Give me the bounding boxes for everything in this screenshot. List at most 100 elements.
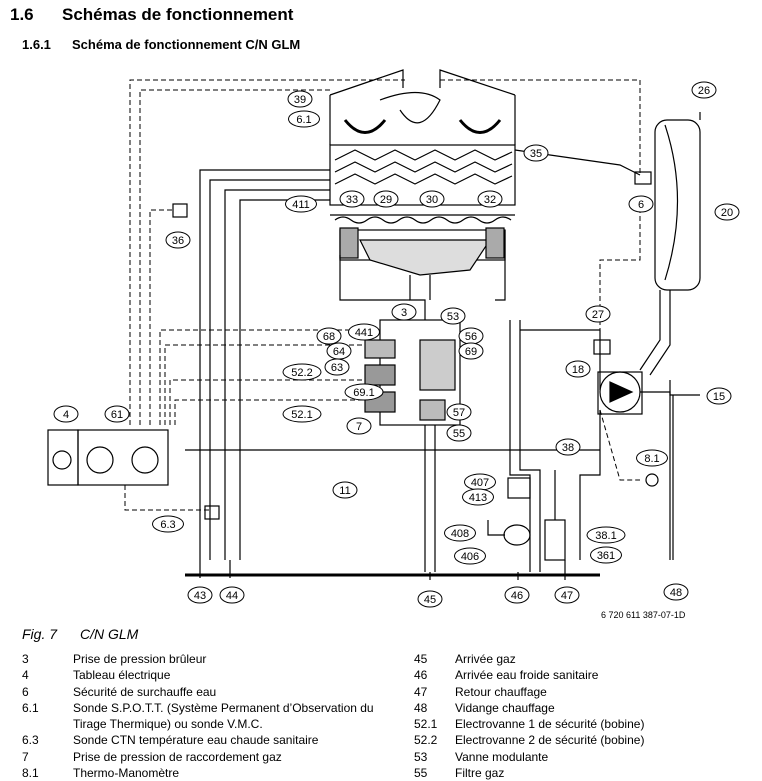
figure-reference: 6 720 611 387-07-1D	[601, 610, 686, 620]
diagram-callout: 411	[285, 195, 317, 213]
diagram-callout: 39	[287, 90, 313, 108]
diagram-callout-label: 11	[339, 485, 350, 497]
diagram-callout-label: 6.1	[296, 114, 311, 126]
diagram-callout-label: 361	[597, 550, 615, 562]
diagram-callout-label: 32	[484, 194, 496, 206]
diagram-callout: 69	[458, 342, 484, 360]
diagram-callout-label: 52.1	[291, 409, 312, 421]
legend-text: Tableau électrique	[73, 668, 171, 683]
legend-key: 6	[22, 684, 29, 699]
diagram-callout: 32	[477, 190, 503, 208]
diagram-callout-label: 64	[333, 346, 345, 358]
diagram-callout: 406	[454, 547, 486, 565]
legend-text: Arrivée eau froide sanitaire	[455, 668, 599, 683]
diagram-callout-label: 43	[194, 590, 206, 602]
diagram-callout: 8.1	[636, 449, 668, 467]
diagram-callout: 44	[219, 586, 245, 604]
diagram-callout-label: 38.1	[595, 530, 616, 542]
diagram-callout-label: 3	[401, 307, 407, 319]
diagram-callout-label: 26	[698, 85, 710, 97]
diagram-callout: 29	[373, 190, 399, 208]
legend-key: 8.1	[22, 766, 39, 781]
diagram-callout-label: 48	[670, 587, 682, 599]
diagram-callout-label: 47	[561, 590, 573, 602]
diagram-callout-label: 39	[294, 94, 306, 106]
diagram-callout-label: 57	[453, 407, 465, 419]
diagram-callout-label: 20	[721, 207, 733, 219]
legend-text: Sonde CTN température eau chaude sanitai…	[73, 733, 319, 748]
diagram-callout-label: 69.1	[353, 387, 374, 399]
diagram-callout-label: 53	[447, 311, 459, 323]
diagram-callout: 38	[555, 438, 581, 456]
diagram-callout-label: 38	[562, 442, 574, 454]
diagram-callout-label: 18	[572, 364, 584, 376]
diagram-callout: 48	[663, 583, 689, 601]
diagram-callout-label: 407	[471, 477, 489, 489]
diagram-callout: 47	[554, 586, 580, 604]
diagram-callout: 27	[585, 305, 611, 323]
diagram-callout: 36	[165, 231, 191, 249]
legend-text: Electrovanne 1 de sécurité (bobine)	[455, 717, 645, 732]
diagram-callout-label: 441	[355, 327, 373, 339]
diagram-callout-label: 8.1	[644, 453, 659, 465]
legend-key: 53	[414, 749, 428, 764]
diagram-callout-label: 7	[356, 421, 362, 433]
diagram-callout-label: 46	[511, 590, 523, 602]
diagram-callout-label: 55	[453, 428, 465, 440]
diagram-callout: 361	[590, 546, 622, 564]
legend-text: Thermo-Manomètre	[73, 766, 180, 781]
legend-key: 3	[22, 652, 29, 666]
diagram-callout: 11	[332, 481, 358, 499]
legend-text: Prise de pression de raccordement gaz	[73, 749, 282, 764]
figure-number: Fig. 7	[22, 626, 58, 642]
diagram-callout: 52.2	[282, 363, 322, 381]
diagram-callout-label: 406	[461, 551, 479, 563]
diagram-callout: 53	[440, 307, 466, 325]
legend-key: 47	[414, 684, 428, 699]
diagram-callout-label: 15	[713, 391, 725, 403]
section-title: Schémas de fonctionnement	[62, 5, 294, 24]
legend-key: 46	[414, 668, 428, 683]
diagram-callout: 7	[346, 417, 372, 435]
diagram-callout: 413	[462, 488, 494, 506]
diagram-callout-label: 6	[638, 199, 644, 211]
legend-row: 6 Sécurité de surchauffe eau	[22, 684, 402, 700]
diagram-callout-label: 52.2	[291, 367, 312, 379]
diagram-callout: 6.3	[152, 515, 184, 533]
legend-key: 7	[22, 749, 29, 764]
diagram-callout-label: 68	[323, 331, 335, 343]
diagram-callout: 43	[187, 586, 213, 604]
diagram-callout: 61	[104, 405, 130, 423]
diagram-callout: 15	[706, 387, 732, 405]
diagram-callout: 18	[565, 360, 591, 378]
subsection-number: 1.6.1	[22, 37, 51, 52]
legend-text: Retour chauffage	[455, 684, 547, 699]
diagram-callout: 30	[419, 190, 445, 208]
diagram-callout: 3	[391, 303, 417, 321]
diagram-callout: 56	[458, 327, 484, 345]
diagram-callout: 6	[628, 195, 654, 213]
legend-key: 52.1	[414, 717, 438, 732]
diagram-callout-label: 63	[331, 362, 343, 374]
diagram-callout: 38.1	[586, 526, 626, 544]
diagram-callout-label: 44	[226, 590, 238, 602]
diagram-callout: 63	[324, 358, 350, 376]
legend-text: Electrovanne 2 de sécurité (bobine)	[455, 733, 645, 748]
diagram-callout: 407	[464, 473, 496, 491]
diagram-callout: 69.1	[344, 383, 384, 401]
diagram-callout: 35	[523, 144, 549, 162]
diagram-callout-label: 411	[292, 199, 310, 211]
diagram-callout: 68	[316, 327, 342, 345]
diagram-callout: 46	[504, 586, 530, 604]
legend-text: Sécurité de surchauffe eau	[73, 684, 217, 699]
